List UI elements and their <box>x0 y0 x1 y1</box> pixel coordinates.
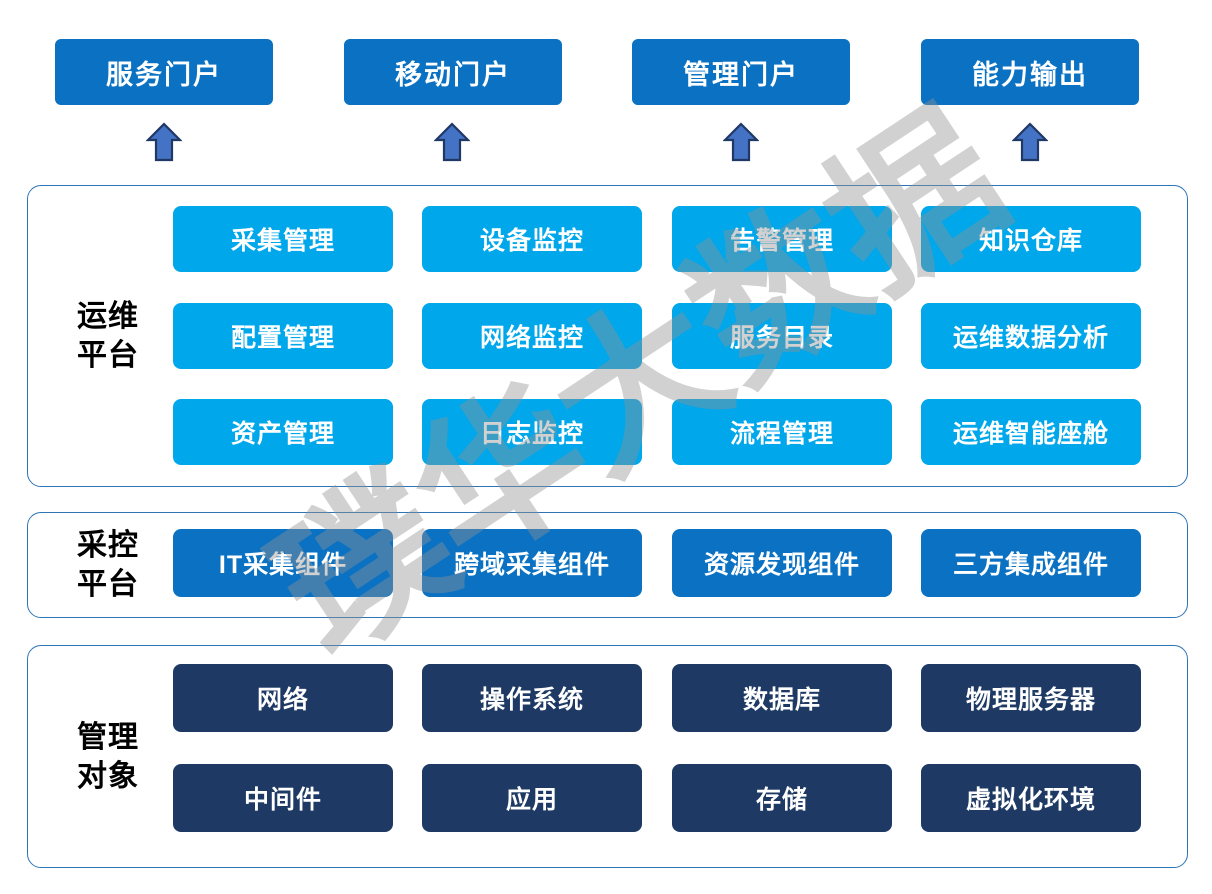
module-box: 应用 <box>422 764 642 832</box>
module-box: 网络监控 <box>422 303 642 369</box>
module-box: 运维数据分析 <box>921 303 1141 369</box>
up-arrow-icon <box>434 122 470 162</box>
section-label: 采控 平台 <box>52 513 164 617</box>
module-box: 存储 <box>672 764 892 832</box>
module-box: 服务目录 <box>672 303 892 369</box>
section-label-line: 管理 <box>77 720 139 754</box>
module-box: 操作系统 <box>422 664 642 732</box>
section-label-line: 对象 <box>77 759 139 793</box>
module-box: 知识仓库 <box>921 206 1141 272</box>
module-box: 物理服务器 <box>921 664 1141 732</box>
capability-output-box: 能力输出 <box>921 39 1139 105</box>
module-box: 跨域采集组件 <box>422 529 642 597</box>
section-label: 管理 对象 <box>52 646 164 867</box>
module-box: 数据库 <box>672 664 892 732</box>
module-box: 配置管理 <box>173 303 393 369</box>
module-box: 资源发现组件 <box>672 529 892 597</box>
section-managed-objects: 管理 对象 网络 操作系统 数据库 物理服务器 中间件 应用 存储 虚拟化环境 <box>27 645 1188 868</box>
module-box: 网络 <box>173 664 393 732</box>
service-portal-box: 服务门户 <box>55 39 273 105</box>
module-box: 告警管理 <box>672 206 892 272</box>
module-box: 虚拟化环境 <box>921 764 1141 832</box>
section-label: 运维 平台 <box>52 186 164 486</box>
section-collection-platform: 采控 平台 IT采集组件 跨域采集组件 资源发现组件 三方集成组件 <box>27 512 1188 618</box>
section-label-line: 平台 <box>77 568 139 601</box>
module-box: 采集管理 <box>173 206 393 272</box>
section-label-line: 运维 <box>77 300 139 333</box>
management-portal-box: 管理门户 <box>632 39 850 105</box>
module-box: 运维智能座舱 <box>921 399 1141 465</box>
module-box: 资产管理 <box>173 399 393 465</box>
module-box: 日志监控 <box>422 399 642 465</box>
module-box: IT采集组件 <box>173 529 393 597</box>
section-label-line: 采控 <box>77 529 139 562</box>
mobile-portal-box: 移动门户 <box>344 39 562 105</box>
module-box: 设备监控 <box>422 206 642 272</box>
up-arrow-icon <box>723 122 759 162</box>
up-arrow-icon <box>146 122 182 162</box>
section-label-line: 平台 <box>77 339 139 372</box>
module-box: 三方集成组件 <box>921 529 1141 597</box>
module-box: 流程管理 <box>672 399 892 465</box>
section-ops-platform: 运维 平台 采集管理 设备监控 告警管理 知识仓库 配置管理 网络监控 服务目录… <box>27 185 1188 487</box>
up-arrow-icon <box>1012 122 1048 162</box>
module-box: 中间件 <box>173 764 393 832</box>
